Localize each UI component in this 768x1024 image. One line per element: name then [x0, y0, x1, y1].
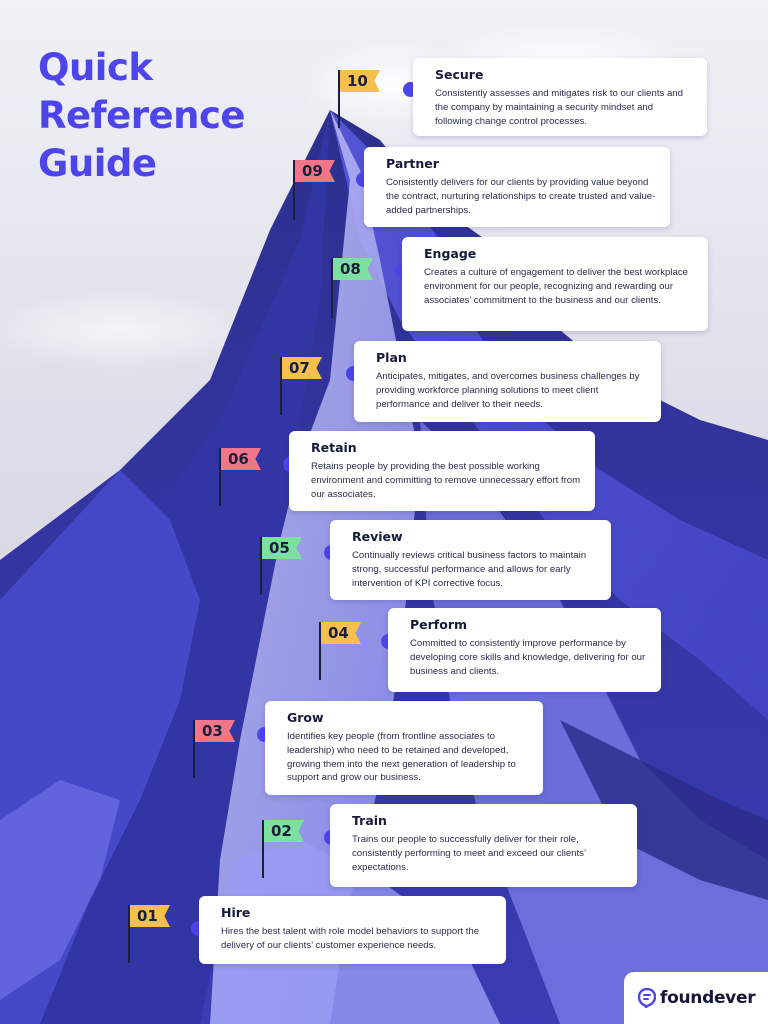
- flag-pole: [319, 622, 321, 680]
- flag-pole: [262, 820, 264, 878]
- step-description: Creates a culture of engagement to deliv…: [424, 267, 688, 306]
- flag-pole: [293, 160, 295, 220]
- step-card-secure: Secure Consistently assesses and mitigat…: [413, 58, 707, 136]
- step-card-review: Review Continually reviews critical busi…: [330, 520, 611, 600]
- title-line-1: Quick: [38, 46, 153, 89]
- step-card-grow: Grow Identifies key people (from frontli…: [265, 701, 543, 795]
- step-number: 04: [328, 624, 349, 642]
- step-card-engage: Engage Creates a culture of engagement t…: [402, 237, 708, 331]
- flag-pole: [338, 70, 340, 128]
- page-title: Quick Reference Guide: [38, 44, 246, 188]
- step-number: 08: [340, 260, 361, 278]
- step-number: 07: [289, 359, 310, 377]
- step-title: Plan: [376, 350, 407, 365]
- brand-logo: foundever: [624, 972, 768, 1024]
- brand-name: foundever: [660, 988, 756, 1008]
- step-description: Retains people by providing the best pos…: [311, 461, 581, 500]
- step-description: Consistently assesses and mitigates risk…: [435, 88, 683, 127]
- step-flag: 07: [282, 357, 322, 379]
- step-card-perform: Perform Committed to consistently improv…: [388, 608, 661, 692]
- step-card-partner: Partner Consistently delivers for our cl…: [364, 147, 670, 227]
- flag-pole: [331, 258, 333, 318]
- title-line-3: Guide: [38, 142, 157, 185]
- step-number: 10: [347, 72, 368, 90]
- step-flag: 10: [340, 70, 380, 92]
- step-title: Train: [352, 813, 387, 828]
- step-title: Partner: [386, 156, 439, 171]
- step-title: Review: [352, 529, 403, 544]
- flag-pole: [260, 537, 262, 595]
- step-number: 05: [269, 539, 290, 557]
- step-title: Hire: [221, 905, 251, 920]
- step-card-plan: Plan Anticipates, mitigates, and overcom…: [354, 341, 661, 422]
- step-flag: 04: [321, 622, 361, 644]
- step-number: 09: [302, 162, 323, 180]
- step-flag: 05: [262, 537, 302, 559]
- step-description: Anticipates, mitigates, and overcomes bu…: [376, 371, 640, 410]
- step-card-retain: Retain Retains people by providing the b…: [289, 431, 595, 511]
- step-flag: 09: [295, 160, 335, 182]
- step-description: Hires the best talent with role model be…: [221, 926, 480, 951]
- step-number: 06: [228, 450, 249, 468]
- step-description: Trains our people to successfully delive…: [352, 834, 586, 873]
- step-description: Committed to consistently improve perfor…: [410, 638, 646, 677]
- flag-pole: [280, 357, 282, 415]
- step-number: 01: [137, 907, 158, 925]
- step-flag: 01: [130, 905, 170, 927]
- step-title: Retain: [311, 440, 357, 455]
- step-description: Consistently delivers for our clients by…: [386, 177, 656, 216]
- flag-pole: [193, 720, 195, 778]
- step-title: Secure: [435, 67, 484, 82]
- foundever-logo-icon: [638, 988, 656, 1008]
- step-description: Continually reviews critical business fa…: [352, 550, 587, 589]
- step-title: Engage: [424, 246, 477, 261]
- step-title: Perform: [410, 617, 468, 632]
- step-title: Grow: [287, 710, 324, 725]
- step-card-train: Train Trains our people to successfully …: [330, 804, 637, 887]
- title-line-2: Reference: [38, 94, 246, 137]
- step-flag: 03: [195, 720, 235, 742]
- step-number: 03: [202, 722, 223, 740]
- step-number: 02: [271, 822, 292, 840]
- step-card-hire: Hire Hires the best talent with role mod…: [199, 896, 506, 964]
- step-flag: 08: [333, 258, 373, 280]
- flag-pole: [128, 905, 130, 963]
- step-flag: 06: [221, 448, 261, 470]
- step-description: Identifies key people (from frontline as…: [287, 731, 516, 784]
- step-flag: 02: [264, 820, 304, 842]
- flag-pole: [219, 448, 221, 506]
